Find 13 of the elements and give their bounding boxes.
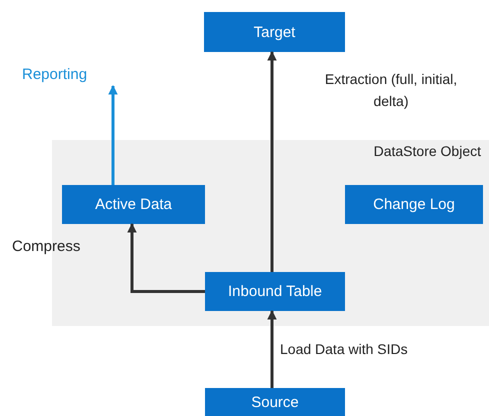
process-box: [205, 272, 345, 311]
box-label: Source: [251, 394, 299, 410]
box-label: Target: [254, 24, 296, 40]
panel-title: DataStore Object: [374, 143, 481, 159]
box-label: Active Data: [95, 196, 172, 213]
note-label: Compress: [12, 238, 80, 255]
node-label: Reporting: [22, 66, 88, 83]
process-box: [62, 185, 205, 224]
box-label: Change Log: [373, 196, 455, 213]
process-box: [204, 12, 345, 52]
process-box: [345, 185, 483, 224]
process-box: [205, 388, 345, 416]
box-label: Inbound Table: [228, 283, 322, 300]
